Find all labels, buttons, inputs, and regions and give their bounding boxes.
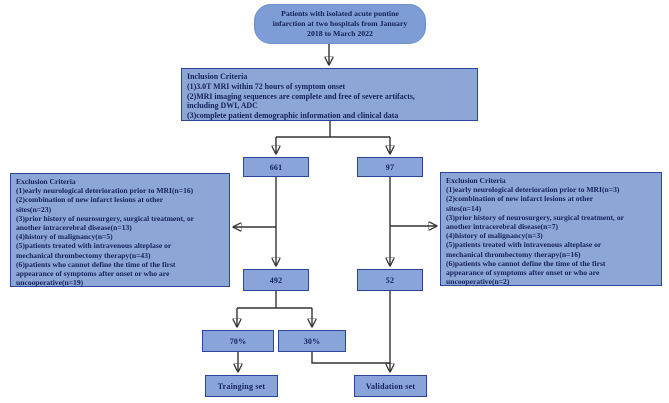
criteria-line: (5)patients treated with intravenous alt… (446, 240, 602, 250)
criteria-line: (1)early neurological deterioration prio… (16, 186, 194, 196)
validation-set-node: Validation set (354, 375, 427, 397)
criteria-line: uncooperative(n=2) (446, 277, 510, 287)
count-node-52: 52 (357, 269, 423, 291)
criteria-line: appearance of symptoms after onset or wh… (446, 268, 600, 278)
split-node-30pct: 30% (278, 330, 346, 352)
line-30pct-to-validation-join (311, 352, 390, 364)
criteria-line: (6)patients who cannot define the time o… (16, 259, 176, 269)
criteria-line: sites(n=23) (16, 204, 52, 214)
criteria-line: (2)combination of new infarct lesions at… (16, 195, 164, 205)
exclusion-criteria-title: Exclusion Criteria (446, 176, 506, 185)
criteria-line: mechanical thrombectomy therapy(n=43) (16, 250, 151, 260)
count-node-97: 97 (357, 157, 423, 177)
training-set-node: Trainging set (205, 375, 278, 397)
criteria-line: (1)3.0T MRI within 72 hours of symptom o… (187, 81, 346, 91)
inclusion-criteria-box: Inclusion Criteria (1)3.0T MRI within 72… (181, 68, 478, 121)
exclusion-criteria-left-box: Exclusion Criteria (1)early neurological… (10, 173, 230, 287)
criteria-line: (1)early neurological deterioration prio… (446, 185, 620, 195)
criteria-line: another intracerebral disease(n=7) (446, 222, 559, 232)
split-node-70pct: 70% (202, 330, 274, 352)
criteria-line: (5)patients treated with intravenous alt… (16, 241, 172, 251)
exclusion-criteria-right-box: Exclusion Criteria (1)early neurological… (440, 172, 662, 286)
criteria-line: (4)history of malignancy(n=3) (446, 231, 543, 241)
criteria-line: uncooperative(n=19) (16, 278, 84, 288)
top-population-node: Patients with isolated acute pontine inf… (254, 4, 426, 44)
criteria-line: (3)prior history of neurosurgery, surgic… (446, 212, 625, 222)
count-node-492: 492 (243, 269, 309, 291)
count-node-661: 661 (243, 157, 309, 177)
criteria-line: (3)complete patient demographic informat… (187, 111, 399, 121)
inclusion-criteria-title: Inclusion Criteria (187, 72, 248, 81)
criteria-line: appearance of symptoms after onset or wh… (16, 269, 170, 279)
criteria-line: including DWI, ADC (187, 101, 258, 111)
criteria-line: another intracerebral disease(n=13) (16, 223, 132, 233)
criteria-line: sites(n=14) (446, 203, 482, 213)
criteria-line: (2)MRI imaging sequences are complete an… (187, 91, 415, 101)
exclusion-criteria-title: Exclusion Criteria (16, 177, 76, 186)
criteria-line: (4)history of malignancy(n=5) (16, 232, 113, 242)
criteria-line: (2)combination of new infarct lesions at… (446, 194, 594, 204)
criteria-line: (3)prior history of neurosurgery, surgic… (16, 213, 195, 223)
criteria-line: mechanical thrombectomy therapy(n=16) (446, 249, 581, 259)
criteria-line: (6)patients who cannot define the time o… (446, 258, 606, 268)
